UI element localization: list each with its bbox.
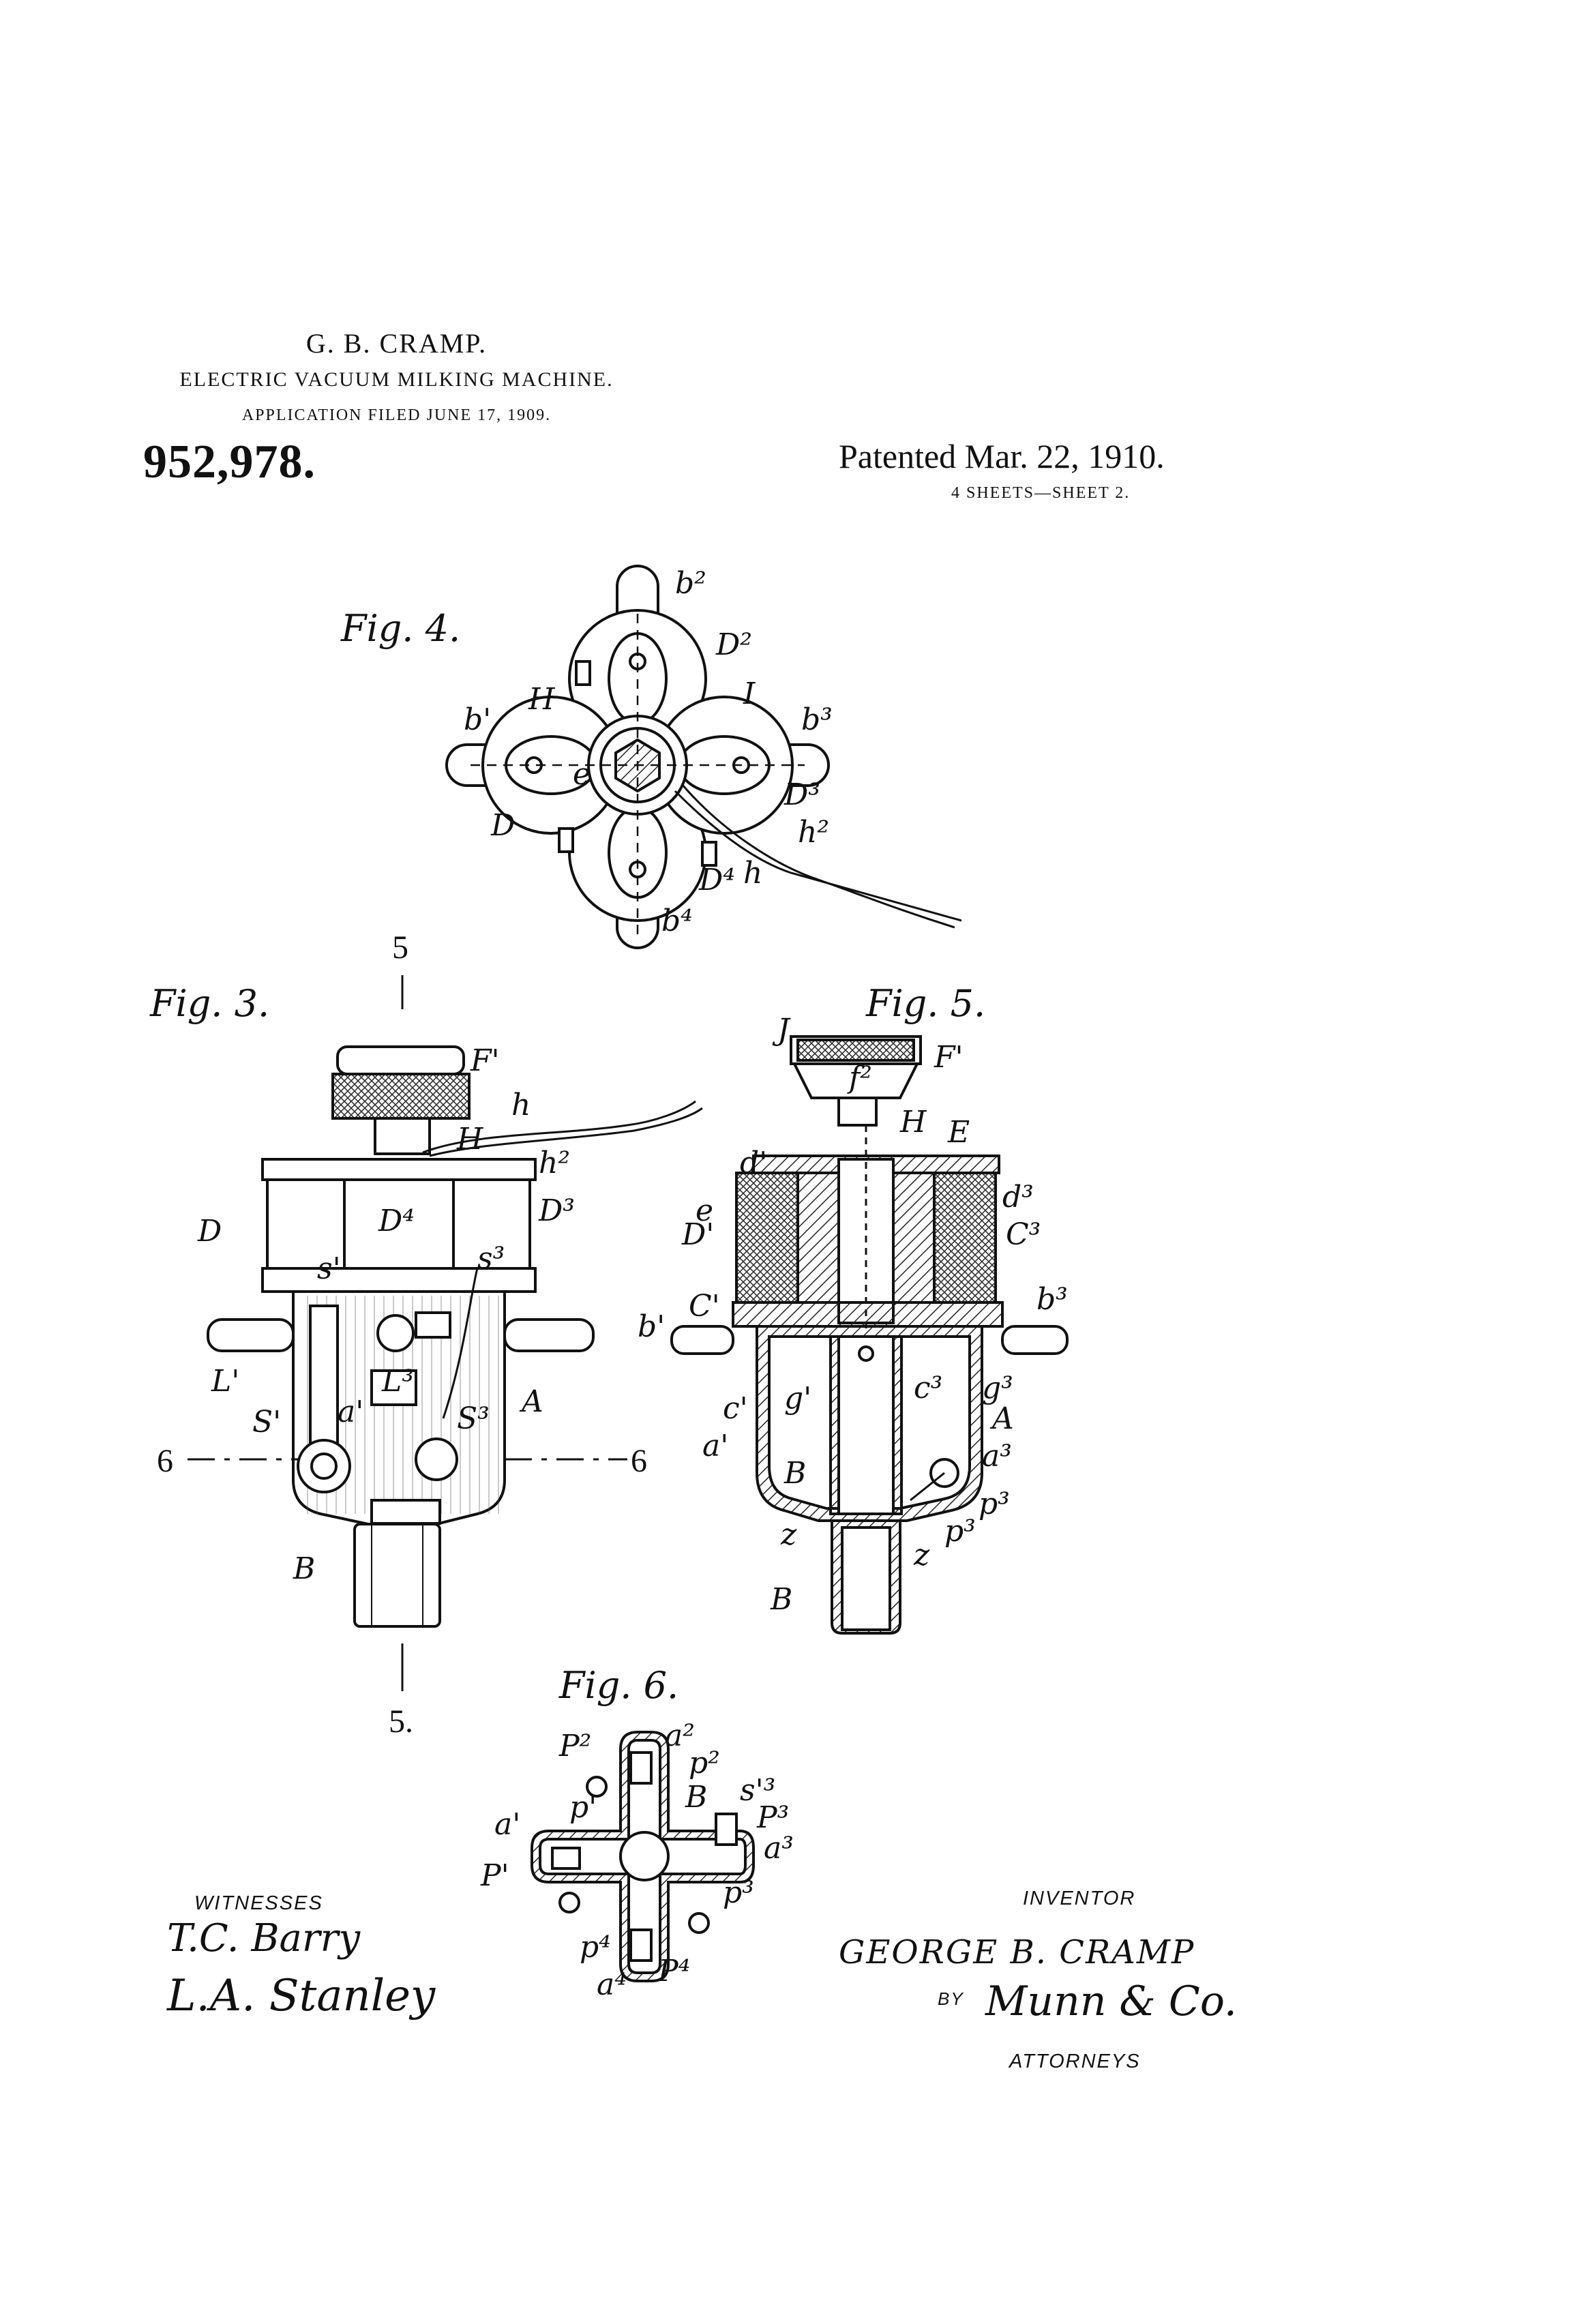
fig3-label-s1: s' xyxy=(317,1251,341,1286)
fig3-label-H: H xyxy=(456,1122,484,1157)
fig6-label-p2: p² xyxy=(689,1746,720,1781)
fig5-label-B-upper: B xyxy=(783,1456,806,1491)
fig5-label-b3: b³ xyxy=(1036,1282,1068,1317)
fig4-label-b2: b² xyxy=(675,566,706,601)
fig6-label-P1: P' xyxy=(480,1858,509,1893)
fig5-label-a3: a³ xyxy=(982,1439,1012,1474)
fig4-label-b1: b' xyxy=(464,702,491,737)
fig5-label-E: E xyxy=(947,1115,970,1150)
fig6-caption: Fig. 6. xyxy=(558,1664,678,1707)
fig6-label-a1: a' xyxy=(494,1807,520,1842)
fig4-label-h2: h² xyxy=(798,815,829,850)
fig6-label-B: B xyxy=(685,1780,707,1815)
fig5-label-g3: g³ xyxy=(982,1371,1013,1405)
fig5-caption: Fig. 5. xyxy=(865,982,985,1025)
fig4-label-h: h xyxy=(743,856,762,891)
figure-3: Fig. 3. xyxy=(149,929,702,1740)
fig5-label-g1: g' xyxy=(784,1381,811,1416)
fig4-label-D4: D⁴ xyxy=(698,863,735,897)
fig5-label-H: H xyxy=(899,1105,927,1139)
fig5-label-F1: F' xyxy=(934,1040,964,1075)
fig5-label-B-lower: B xyxy=(770,1582,792,1617)
fig4-label-b4: b⁴ xyxy=(661,904,693,938)
fig5-label-a1: a' xyxy=(702,1429,728,1463)
inventor-label: INVENTOR xyxy=(1023,1888,1135,1910)
fig6-label-P4: P⁴ xyxy=(657,1954,690,1988)
fig3-caption: Fig. 3. xyxy=(149,982,269,1025)
by-label: BY xyxy=(938,1988,964,2010)
fig5-label-z-b: z xyxy=(913,1538,930,1573)
fig3-label-s3: s³ xyxy=(477,1241,505,1276)
fig3-section-5-top: 5 xyxy=(392,929,408,966)
fig5-label-D1: D' xyxy=(681,1217,714,1252)
witness-signature-1: T.C. Barry xyxy=(167,1916,360,1961)
fig3-section-6-right: 6 xyxy=(631,1443,647,1479)
fig3-label-D: D xyxy=(197,1214,222,1249)
fig4-label-I: I xyxy=(743,676,756,711)
fig6-label-a4: a⁴ xyxy=(597,1967,627,2002)
fig5-label-z-a: z xyxy=(780,1517,797,1552)
witnesses-label: WITNESSES xyxy=(194,1892,323,1915)
inventor-signature: GEORGE B. CRAMP xyxy=(839,1933,1195,1971)
fig3-label-F1: F' xyxy=(470,1043,500,1078)
fig5-label-C3: C³ xyxy=(1006,1217,1041,1252)
figure-4: Fig. 4. b² D² H I xyxy=(340,566,961,948)
fig3-label-D3: D³ xyxy=(538,1193,575,1228)
fig6-label-p4: p⁴ xyxy=(580,1930,611,1965)
fig6-label-p3: p³ xyxy=(723,1875,754,1910)
fig6-label-P2: P² xyxy=(558,1729,591,1763)
fig4-label-H: H xyxy=(528,682,556,717)
attorneys-label: ATTORNEYS xyxy=(1009,2051,1141,2073)
fig5-label-p3-a: p³ xyxy=(979,1487,1010,1521)
fig5-label-J: J xyxy=(772,1013,791,1047)
fig5-label-f2: f² xyxy=(847,1060,872,1095)
fig5-label-C1: C' xyxy=(689,1289,720,1324)
fig3-label-S1: S' xyxy=(252,1405,281,1440)
fig4-label-b3: b³ xyxy=(801,702,833,737)
fig4-label-D3: D³ xyxy=(783,777,820,812)
fig3-label-a1: a' xyxy=(338,1395,363,1429)
fig6-label-P3: P³ xyxy=(756,1800,789,1835)
figure-6: Fig. 6. P² a² p² B s'³ P³ a' p' a³ P' p³… xyxy=(480,1664,794,2002)
fig4-label-D: D xyxy=(490,808,515,843)
fig3-section-6-left: 6 xyxy=(157,1443,173,1479)
fig6-label-p1: p' xyxy=(569,1790,597,1825)
fig5-label-c1: c' xyxy=(723,1391,748,1426)
fig3-label-h: h xyxy=(511,1088,531,1122)
fig5-label-p3-b: p³ xyxy=(944,1514,976,1549)
fig3-label-S3: S³ xyxy=(457,1401,490,1436)
fig3-label-D4: D⁴ xyxy=(378,1204,415,1238)
fig5-label-b1: b' xyxy=(638,1309,665,1344)
fig5-label-A: A xyxy=(989,1401,1014,1436)
fig4-label-e: e xyxy=(573,757,591,792)
fig3-section-5-bottom: 5. xyxy=(389,1703,413,1740)
figure-5: Fig. 5. xyxy=(638,982,1068,1633)
fig3-label-h2: h² xyxy=(539,1146,570,1180)
fig3-label-A: A xyxy=(519,1384,543,1419)
fig4-caption: Fig. 4. xyxy=(340,607,460,650)
witness-signature-2: L.A. Stanley xyxy=(167,1971,435,2021)
fig5-label-c3: c³ xyxy=(914,1371,942,1405)
fig5-label-d1: d' xyxy=(740,1146,767,1180)
fig3-label-L3: L³ xyxy=(381,1364,414,1399)
attorney-signature: Munn & Co. xyxy=(985,1978,1237,2025)
fig5-label-d3: d³ xyxy=(1002,1180,1034,1215)
fig3-label-B: B xyxy=(293,1551,315,1586)
fig6-label-a3: a³ xyxy=(764,1831,794,1866)
fig4-label-D2: D² xyxy=(715,627,752,662)
fig3-label-L1: L' xyxy=(211,1364,239,1399)
